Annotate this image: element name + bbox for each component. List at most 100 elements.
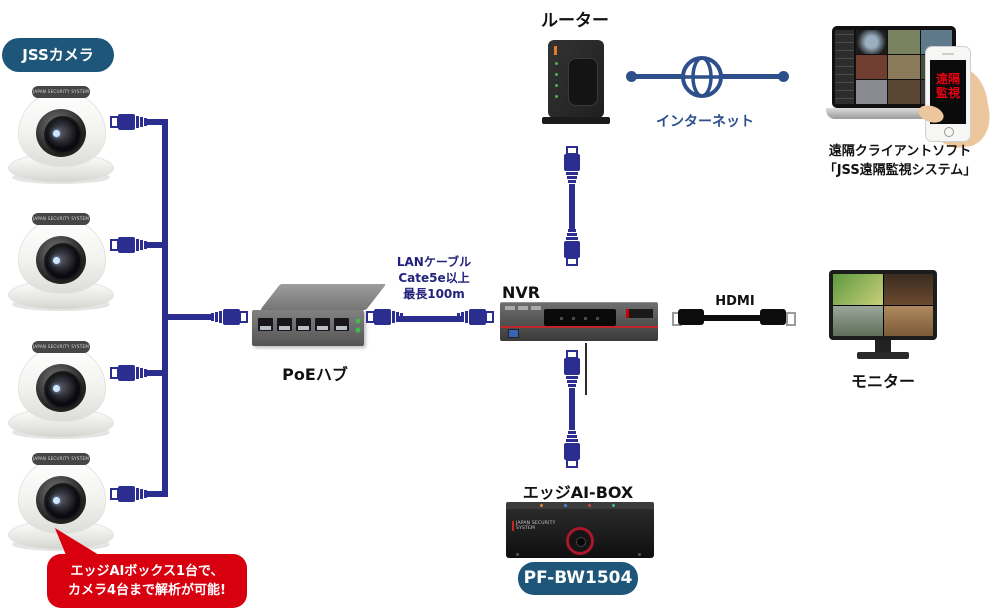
camera-brand-band: JAPAN SECURITY SYSTEM [32, 453, 90, 465]
camera-brand-band: JAPAN SECURITY SYSTEM [32, 86, 90, 98]
status-led [356, 328, 360, 332]
router-stand [542, 117, 610, 124]
remote-client-devices: 遠隔 監視 [826, 26, 996, 153]
nvr-label: NVR [502, 283, 541, 302]
rj45-plug-icon [210, 308, 248, 326]
hdmi-connector [678, 309, 704, 325]
phone-home-button [944, 127, 954, 137]
camera-led [53, 497, 60, 504]
status-led [555, 84, 558, 87]
nvr-display [544, 309, 616, 326]
phone-app-text-line1: 遠隔 [935, 72, 960, 86]
camera-lens [44, 483, 82, 521]
cable-segment [569, 184, 575, 230]
monitor-device [828, 268, 940, 368]
rj45-plug-icon [563, 228, 581, 266]
monitor-label: モニター [850, 372, 915, 391]
monitor-quad-view [833, 274, 933, 336]
smartphone: 遠隔 監視 [925, 46, 971, 142]
router-power-light [554, 46, 557, 55]
status-led [555, 73, 558, 76]
rj45-plug-icon [563, 350, 581, 388]
router-front-panel [568, 58, 598, 106]
edge-box-top [506, 502, 654, 509]
antenna-line [585, 343, 587, 395]
camera-led [53, 257, 60, 264]
router-device [542, 38, 615, 126]
cable-segment [146, 491, 168, 497]
indicator-dot [540, 504, 543, 507]
link-endpoint-dot [778, 71, 789, 82]
cable-trunk [162, 119, 168, 497]
cable-segment [396, 316, 464, 322]
ethernet-port [315, 318, 330, 331]
cable-segment [146, 242, 168, 248]
rj45-plug-icon [110, 236, 148, 254]
lan-note-line2: Cate5e以上 [398, 271, 470, 285]
lan-note-line1: LANケーブル [396, 255, 472, 269]
globe-icon [681, 56, 723, 98]
poe-hub-label: PoEハブ [282, 365, 348, 384]
cable-segment [146, 370, 168, 376]
poe-hub [250, 282, 387, 364]
camera-brand-band: JAPAN SECURITY SYSTEM [32, 213, 90, 225]
dome-camera-1: JAPAN SECURITY SYSTEM [8, 85, 114, 187]
nvr-display-dots [560, 317, 602, 320]
hdmi-connector [760, 309, 786, 325]
laptop-app-sidebar [835, 30, 854, 104]
camera-thumbnail [856, 30, 888, 54]
lan-cable [366, 306, 494, 328]
camera-led [53, 130, 60, 137]
link-endpoint-dot [626, 71, 637, 82]
usb-port [508, 329, 519, 338]
indicator-dot [588, 504, 591, 507]
phone-app-screen: 遠隔 監視 [930, 60, 966, 124]
bubble-line2: カメラ4台まで解析が可能! [68, 583, 226, 598]
router-label: ルーター [541, 11, 609, 31]
lan-note-line3: 最長100m [403, 287, 465, 301]
camera-feed [883, 305, 933, 336]
poe-hub-front [252, 310, 364, 346]
ethernet-port [258, 318, 273, 331]
camera-led [53, 385, 60, 392]
internet-label: インターネット [656, 114, 754, 130]
dome-camera-3: JAPAN SECURITY SYSTEM [8, 340, 114, 442]
remote-caption-line1: 遠隔クライアントソフト [828, 144, 972, 159]
nvr-red-stripe [500, 326, 658, 328]
camera-lens [44, 116, 82, 154]
nvr-brand-mark [626, 309, 653, 318]
camera-feed [883, 274, 933, 305]
camera-thumbnail [888, 80, 920, 104]
cable-segment [569, 388, 575, 430]
camera-thumbnail [888, 55, 920, 79]
status-led [356, 319, 360, 323]
edge-box-front: JAPAN SECURITY SYSTEM [506, 509, 654, 558]
ethernet-port [296, 318, 311, 331]
edge-power-button [576, 537, 586, 547]
remote-caption-line2: 「JSS遠隔監視システム」 [823, 163, 977, 178]
nvr-device [500, 302, 658, 342]
rj45-plug-icon [110, 485, 148, 503]
cable-segment [146, 119, 168, 125]
remote-client-caption: 遠隔クライアントソフト 「JSS遠隔監視システム」 [802, 142, 998, 180]
hdmi-connector-tip [786, 312, 796, 326]
lan-cable-note: LANケーブル Cate5e以上 最長100m [376, 254, 492, 302]
hdmi-cable-line [702, 315, 762, 321]
edge-ai-box-label: エッジAI-BOX [522, 483, 634, 502]
rj45-plug-icon [110, 113, 148, 131]
monitor-stand-neck [875, 340, 891, 352]
camera-lens [44, 243, 82, 281]
hdmi-cable [672, 306, 796, 328]
dome-camera-2: JAPAN SECURITY SYSTEM [8, 212, 114, 314]
edge-brand-text: JAPAN SECURITY SYSTEM [512, 521, 574, 531]
phone-speaker [942, 53, 954, 55]
rj45-plug-icon [563, 146, 581, 184]
indicator-dot [612, 504, 615, 507]
indicator-dot [638, 553, 641, 556]
jss-camera-badge: JSSカメラ [2, 38, 114, 72]
rj45-plug-icon [110, 364, 148, 382]
hdmi-label: HDMI [715, 294, 755, 309]
camera-feed [833, 305, 883, 336]
indicator-dot [516, 553, 519, 556]
